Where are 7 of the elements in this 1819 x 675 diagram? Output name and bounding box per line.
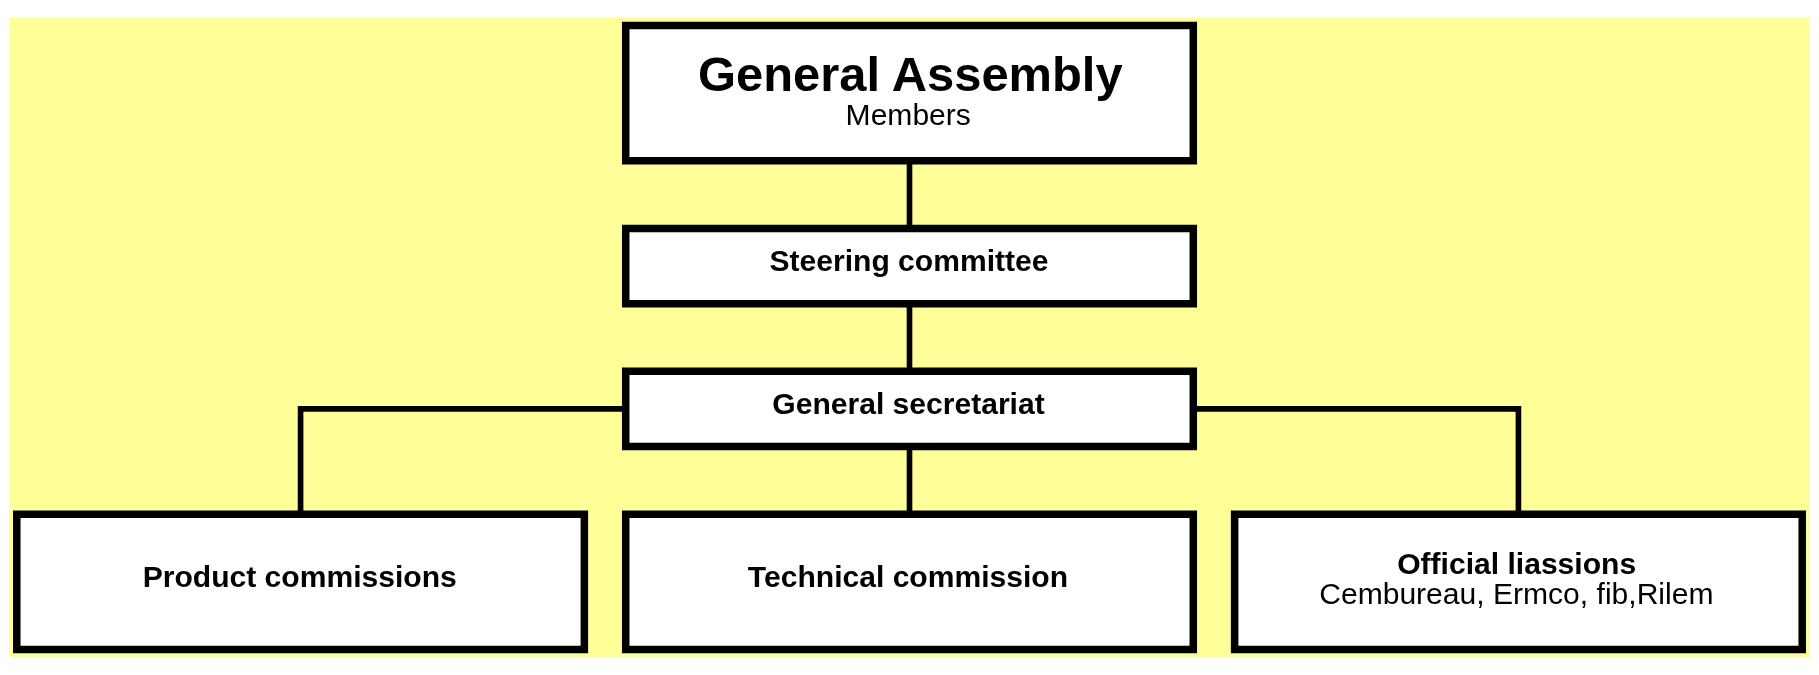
node-box: Product commissions	[13, 510, 589, 654]
node-box: Technical commission	[621, 510, 1198, 654]
node-box: General secretariat	[621, 367, 1198, 451]
connector	[906, 447, 913, 514]
node-box: Steering committee	[621, 224, 1198, 308]
node-box: General Assembly Members	[621, 21, 1198, 165]
node-box: Official liassions Cembureau, Ermco, fib,Rilem	[1230, 510, 1806, 654]
